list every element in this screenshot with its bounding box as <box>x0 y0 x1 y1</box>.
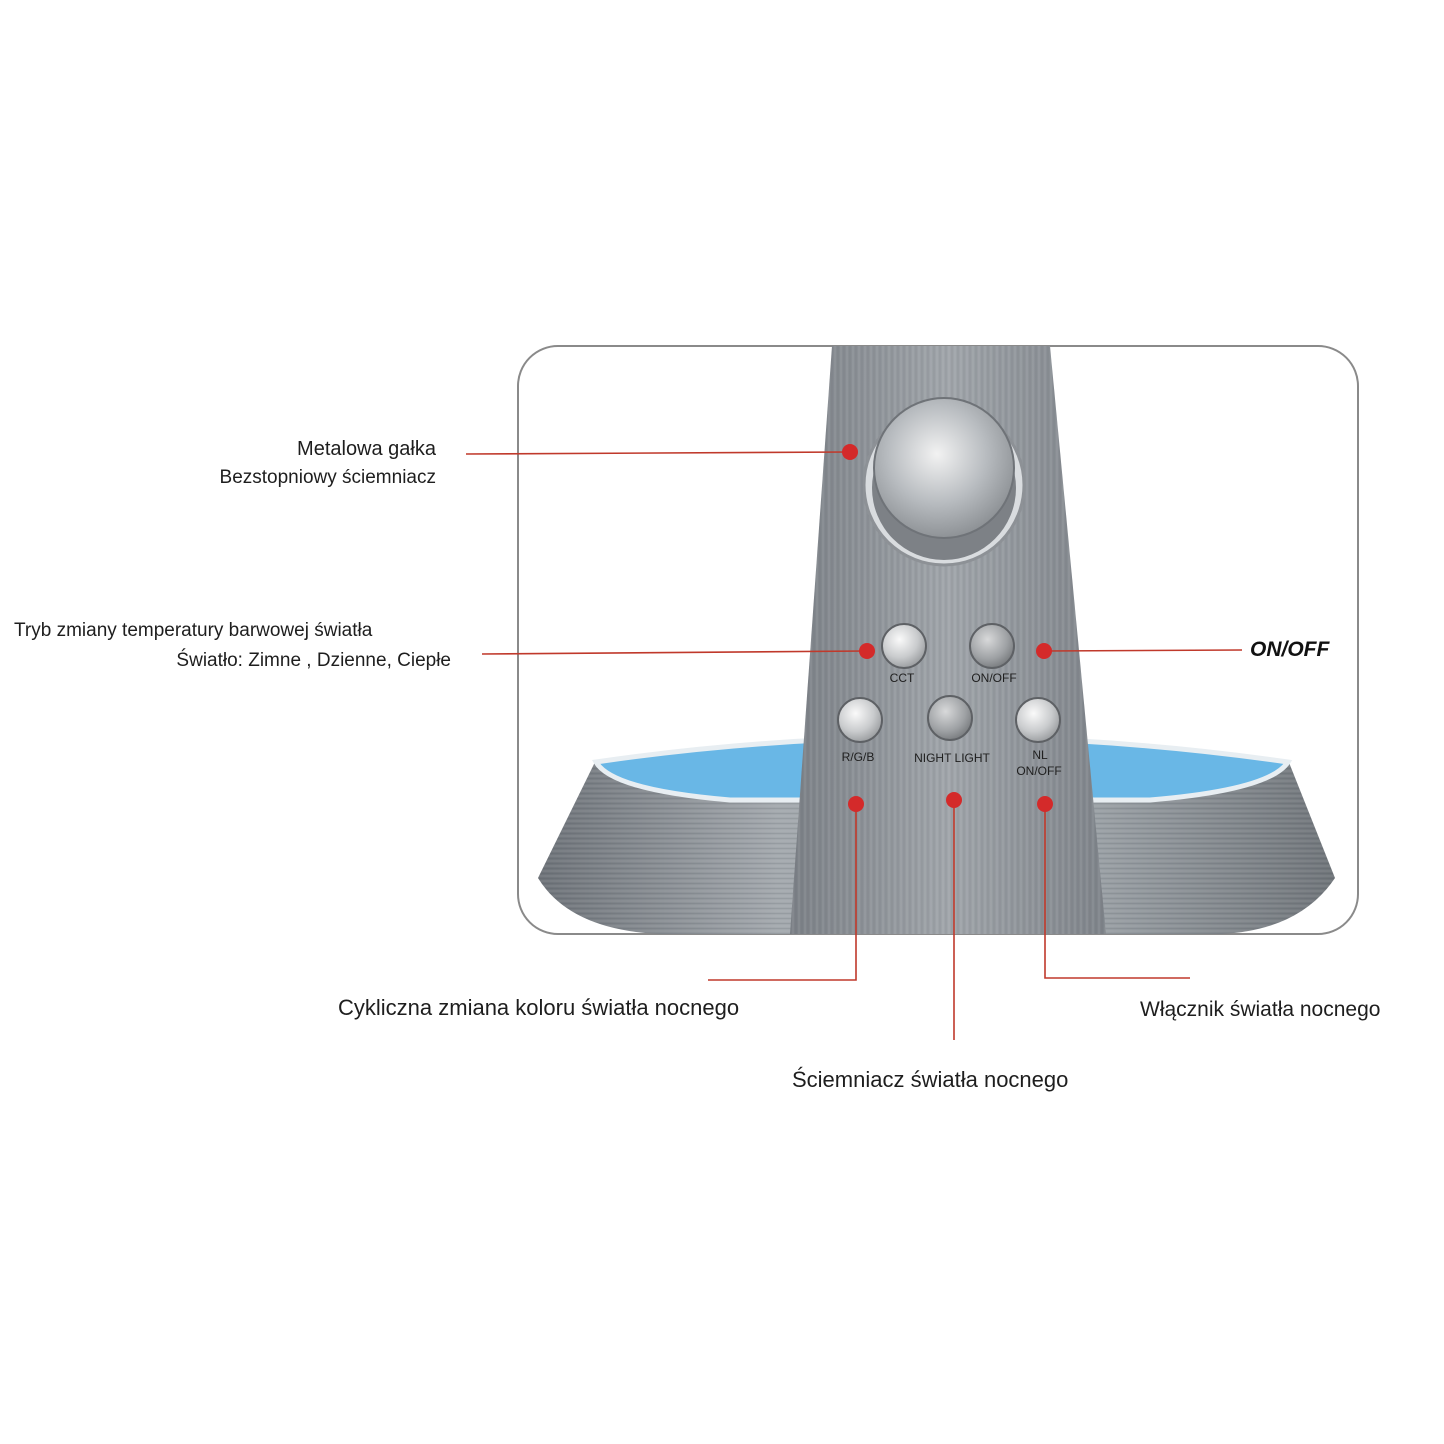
nl-switch-leader <box>1044 804 1190 979</box>
rgb-leader <box>708 804 857 981</box>
knob-leader <box>465 451 851 455</box>
cct-marker <box>859 643 875 659</box>
cct-callout-title: Tryb zmiany temperatury barwowej światła <box>14 620 373 641</box>
rgb-marker <box>848 796 864 812</box>
nl-switch-callout: Włącznik światła nocnego <box>1140 998 1381 1021</box>
rgb-callout: Cykliczna zmiana koloru światła nocnego <box>338 995 740 1020</box>
onoff-leader <box>1043 649 1243 652</box>
knob-callout-title: Metalowa gałka <box>297 438 436 460</box>
nl-button-label-line1: NL <box>1032 748 1048 762</box>
onoff-marker <box>1036 643 1052 659</box>
nl-button-label-line2: ON/OFF <box>1016 764 1061 778</box>
onoff-callout: ON/OFF <box>1250 638 1330 661</box>
cct-leader <box>481 650 867 655</box>
rgb-button-label: R/G/B <box>842 750 875 764</box>
leader-lines <box>465 451 1243 1040</box>
callout-markers <box>842 444 1053 812</box>
dimmer-knob[interactable] <box>862 397 1026 567</box>
knob-callout-desc: Bezstopniowy ściemniacz <box>219 467 436 488</box>
night-light-button[interactable] <box>927 695 973 741</box>
nl-dimmer-callout: Ściemniacz światła nocnego <box>792 1067 1069 1092</box>
knob-marker <box>842 444 858 460</box>
cct-callout-desc: Światło: Zimne , Dzienne, Ciepłe <box>176 650 451 671</box>
cct-button[interactable] <box>881 623 927 669</box>
nl-switch-marker <box>1037 796 1053 812</box>
onoff-button-label: ON/OFF <box>971 671 1016 685</box>
night-light-button-label: NIGHT LIGHT <box>914 751 990 765</box>
rgb-button[interactable] <box>837 697 883 743</box>
nl-onoff-button[interactable] <box>1015 697 1061 743</box>
dimmer-marker <box>946 792 962 808</box>
onoff-button[interactable] <box>969 623 1015 669</box>
cct-button-label: CCT <box>890 671 915 685</box>
